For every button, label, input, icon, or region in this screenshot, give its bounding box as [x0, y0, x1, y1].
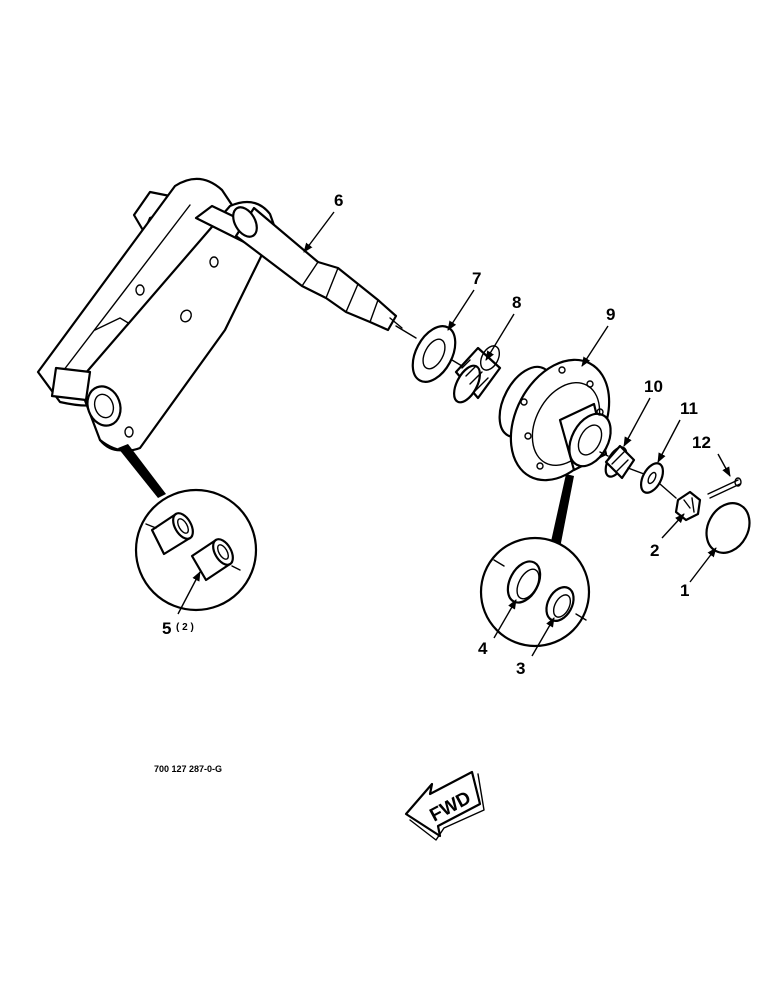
inner-bearing-cone [453, 345, 502, 404]
callout-2: 2 [650, 541, 659, 560]
dust-cap [705, 502, 751, 554]
callout-8: 8 [512, 293, 521, 312]
callout-4: 4 [478, 639, 488, 658]
callout-5: 5 [162, 619, 171, 638]
callout-1: 1 [680, 581, 689, 600]
bushing-detail-circle [118, 444, 258, 612]
seal-washer [411, 325, 457, 383]
callout-7: 7 [472, 269, 481, 288]
cotter-pin [707, 477, 742, 499]
callout-10: 10 [644, 377, 663, 396]
callout-leaders [177, 211, 731, 657]
wheel-hub [498, 358, 612, 482]
spindle-washer [639, 462, 665, 494]
drawing-number: 700 127 287-0-G [154, 764, 222, 774]
castle-nut [674, 490, 702, 522]
callout-9: 9 [606, 305, 615, 324]
callout-12: 12 [692, 433, 711, 452]
forward-arrow: FWD [404, 770, 485, 841]
cup-detail-circle [479, 474, 591, 648]
spindle [232, 206, 403, 332]
callout-11: 11 [680, 399, 698, 418]
callout-5-quantity: ( 2 ) [176, 622, 194, 633]
callout-6: 6 [334, 191, 343, 210]
outer-bearing-cone [604, 444, 636, 480]
walking-beam-arm [36, 177, 277, 452]
callout-3: 3 [516, 659, 525, 678]
